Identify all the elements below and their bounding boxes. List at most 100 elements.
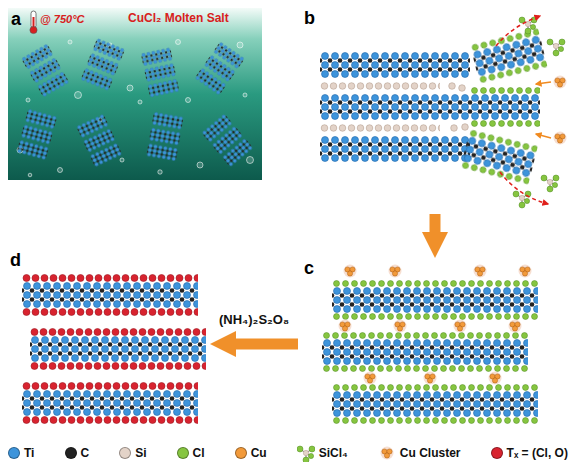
max-phase-etching-part — [554, 76, 567, 89]
legend-symbol — [297, 444, 315, 462]
max-phase-etching-part — [536, 82, 551, 84]
max-phase-etching-part — [470, 28, 548, 84]
cl-mxene-with-cu-part — [474, 265, 487, 278]
temperature-label: @ 750°C — [40, 13, 84, 26]
legend-swatch — [8, 447, 20, 459]
mxene-particles-part — [201, 114, 253, 168]
thermometer-icon — [30, 11, 37, 34]
legend-text: C — [81, 446, 90, 460]
max-phase-etching-part — [541, 175, 559, 192]
thermometer-icon-part — [31, 11, 36, 28]
mxene-particles — [17, 38, 254, 167]
mxene-particles-part — [17, 109, 58, 160]
max-phase-etching-part — [320, 136, 470, 162]
mxene-particles-part — [21, 43, 69, 97]
legend-symbol-shape — [297, 446, 315, 462]
bubbles-part — [247, 157, 254, 164]
cl-mxene-with-cu-part — [339, 320, 352, 333]
bubbles-part — [127, 85, 133, 91]
bubbles-part — [186, 98, 191, 103]
legend-text: Tₓ = (Cl, O) — [507, 446, 568, 460]
cl-mxene-with-cu-part — [489, 372, 502, 385]
panel-letter: c — [304, 258, 314, 279]
max-phase-etching-part — [496, 16, 540, 46]
max-phase-etching-part — [513, 191, 531, 208]
max-phase-etching-part — [320, 94, 470, 120]
legend-symbol-shape — [380, 447, 393, 460]
cl-mxene-with-cu-part — [389, 265, 402, 278]
process-arrow — [430, 214, 441, 240]
cl-mxene-with-cu — [322, 265, 538, 425]
molten-salt-bath — [8, 8, 262, 180]
cl-mxene-with-cu-part — [424, 372, 437, 385]
legend-item: Cu Cluster — [378, 444, 461, 462]
figure-panel: c — [298, 258, 572, 430]
max-phase-etching-part-part — [451, 125, 458, 132]
bubbles-part — [58, 168, 63, 173]
max-phase-etching-part-part — [459, 85, 466, 92]
bubbles-part — [237, 42, 243, 48]
cl-mxene-with-cu-part — [322, 332, 528, 372]
legend-swatch — [65, 447, 77, 459]
bubbles-part — [26, 98, 30, 102]
legend-item: C — [65, 446, 90, 460]
legend: Ti C Si Cl Cu SiCl₄ Cu Cluster Tₓ = (Cl, O) — [0, 440, 576, 466]
legend-item: Cu — [235, 446, 267, 460]
bubbles — [17, 40, 254, 177]
cl-mxene-with-cu-part — [344, 265, 357, 278]
legend-swatch — [491, 447, 503, 459]
bubbles-part — [120, 158, 124, 162]
mxene-particles-part — [146, 112, 183, 162]
max-phase-etching-part — [320, 52, 470, 78]
max-phase-etching-part — [460, 129, 538, 185]
panel-letter: b — [304, 8, 315, 29]
bubbles-part — [158, 170, 162, 174]
max-phase-etching — [320, 16, 567, 208]
max-phase-etching-part — [547, 39, 565, 56]
max-phase-etching-part-part — [449, 83, 456, 90]
mxene-particles-part — [76, 114, 122, 167]
legend-text: Ti — [24, 446, 34, 460]
cl-mxene-with-cu-part — [394, 320, 407, 333]
cl-mxene-with-cu-part — [519, 265, 532, 278]
cl-mxene-with-cu-part — [454, 320, 467, 333]
figure-panel: b — [298, 4, 572, 214]
max-phase-etching-part — [554, 132, 567, 145]
legend-text: Cu Cluster — [400, 446, 461, 460]
panel-letter: a — [11, 9, 21, 30]
legend-item: Ti — [8, 446, 34, 460]
cl-mxene-with-cu-part — [364, 372, 377, 385]
molten-salt-bath-part — [8, 8, 262, 180]
terminated-mxene-part — [30, 328, 206, 370]
bubbles-part — [28, 173, 32, 177]
mxene-particles-part — [195, 41, 245, 95]
terminated-mxene-part — [22, 382, 198, 424]
legend-text: Cu — [251, 446, 267, 460]
figure-panel: a@ 750°CCuCl₂ Molten Salt — [8, 8, 262, 180]
mxene-particles-part — [141, 47, 180, 97]
bubbles-part — [243, 93, 247, 97]
reagent-label: (NH₄)₂S₂O₈ — [217, 312, 291, 328]
legend-swatch — [177, 447, 189, 459]
legend-text: Cl — [193, 446, 205, 460]
cl-mxene-with-cu-part — [332, 280, 538, 320]
legend-swatch — [235, 447, 247, 459]
max-phase-etching-part-part — [462, 124, 469, 131]
max-phase-etching-part — [470, 87, 540, 127]
cl-mxene-with-cu-part — [332, 384, 538, 424]
mxene-particles-part — [80, 38, 125, 91]
legend-item: SiCl₄ — [297, 444, 348, 462]
legend-swatch — [119, 447, 131, 459]
terminated-mxene — [22, 274, 206, 424]
legend-item: Cl — [177, 446, 205, 460]
legend-text: Si — [135, 446, 146, 460]
bubbles-part — [68, 40, 72, 44]
legend-item: Tₓ = (Cl, O) — [491, 446, 568, 460]
max-phase-etching-part — [320, 124, 440, 132]
max-phase-etching-part — [449, 83, 469, 132]
bubbles-part — [197, 162, 203, 168]
figure-panel: d — [4, 250, 210, 430]
